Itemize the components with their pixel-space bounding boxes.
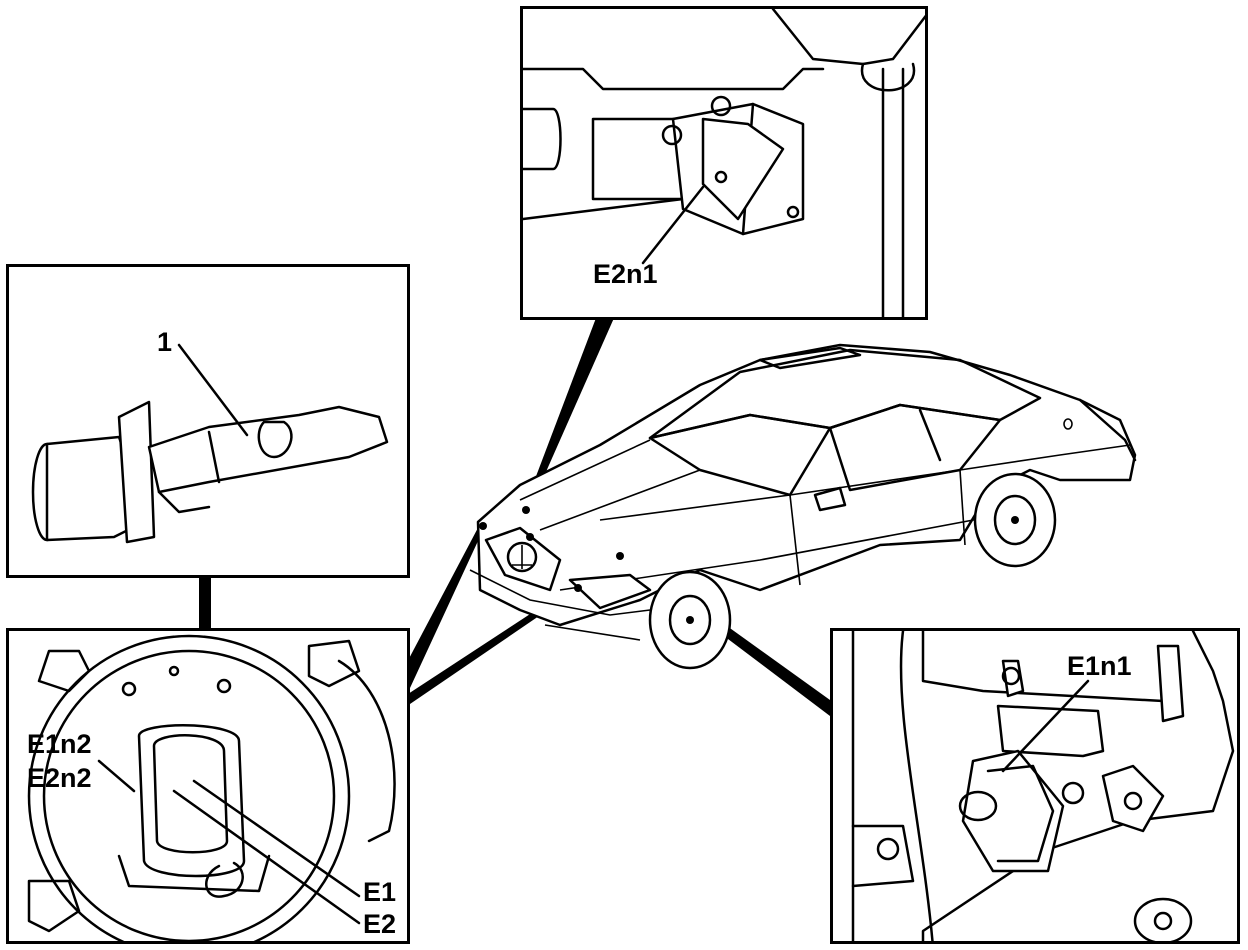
headlamp-detail-panel: E1n2 E2n2 E1 E2 <box>6 628 410 944</box>
label-e1n1: E1n1 <box>1067 651 1132 681</box>
car-drawing <box>469 343 1137 670</box>
location-dot-left <box>479 522 487 530</box>
label-1: 1 <box>157 327 173 357</box>
label-e2n1: E2n1 <box>593 259 658 289</box>
label-e1n2: E1n2 <box>27 729 92 759</box>
bulb-detail-panel: 1 <box>6 264 410 578</box>
control-unit-drawing <box>523 9 925 317</box>
leader-bulb-stem <box>199 576 211 630</box>
label-e2: E2 <box>363 909 397 939</box>
location-dot-grille <box>526 533 534 541</box>
label-e1: E1 <box>363 877 397 907</box>
leader-left-1 <box>404 524 484 688</box>
top-detail-panel: E2n1 <box>520 6 928 320</box>
label-e2n2: E2n2 <box>27 763 92 793</box>
leader-top <box>524 318 614 508</box>
location-dot-top <box>522 506 530 514</box>
headlamp-drawing <box>27 634 396 941</box>
location-dot-headlamp <box>574 584 582 592</box>
engine-bay-drawing <box>851 631 1235 941</box>
right-detail-panel: E1n1 <box>830 628 1240 944</box>
xenon-bulb-drawing <box>31 343 389 544</box>
location-dot-right <box>616 552 624 560</box>
